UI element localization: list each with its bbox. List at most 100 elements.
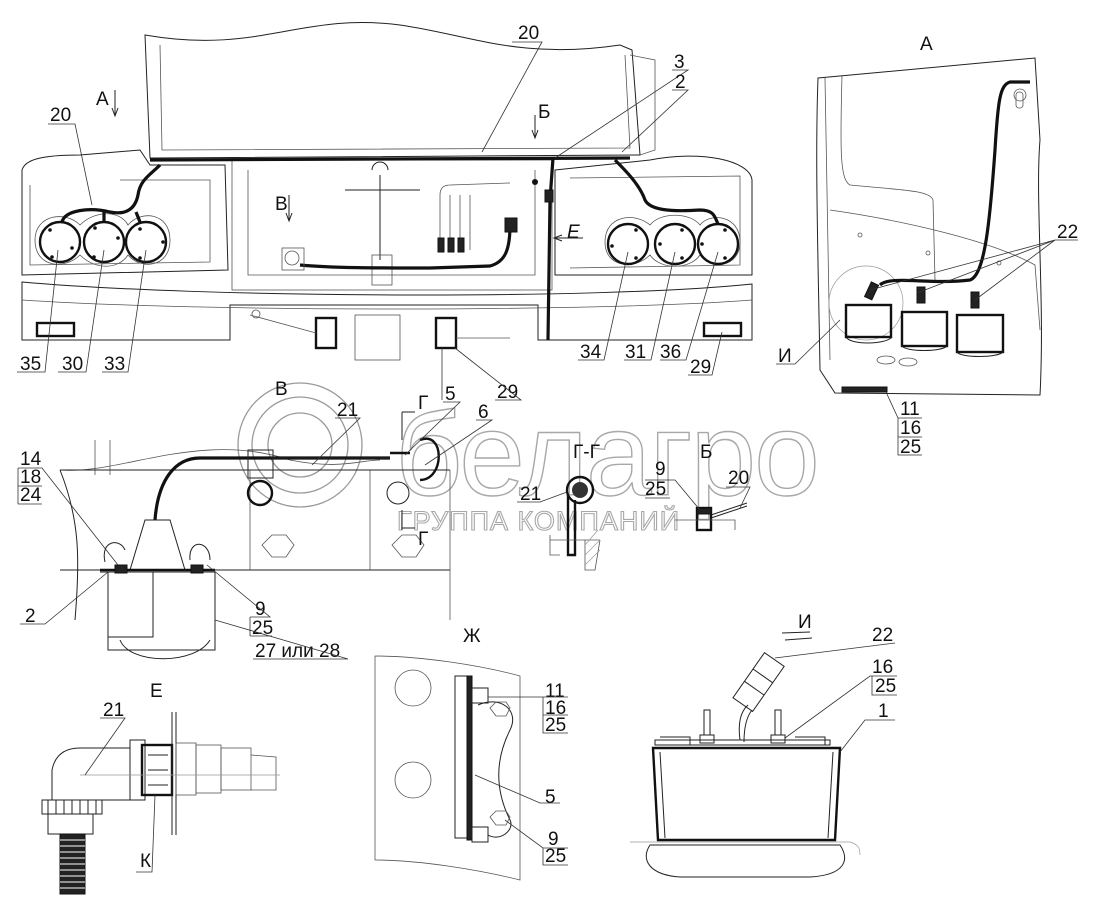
socket-body — [100, 519, 216, 660]
svg-text:18: 18 — [20, 467, 41, 488]
svg-text:20: 20 — [728, 468, 749, 489]
callout-35: 35 — [17, 249, 59, 375]
light-30 — [82, 220, 126, 264]
view-A: А 22 И 11 16 25 — [776, 34, 1078, 458]
svg-text:И: И — [778, 346, 792, 367]
callout-3: 3 — [554, 52, 690, 159]
svg-text:21: 21 — [103, 700, 124, 721]
light-31 — [653, 222, 697, 266]
view-V-title: В — [275, 379, 288, 400]
svg-text:16: 16 — [872, 657, 893, 678]
view-I-title: И — [798, 612, 812, 633]
callout-21-V: 21 — [311, 400, 361, 466]
svg-text:14: 14 — [20, 449, 42, 470]
callout-11-16-25-A: 11 16 25 — [885, 391, 922, 458]
callout-20-B: 20 — [726, 468, 751, 509]
view-arrow-B: Б — [538, 102, 550, 123]
section-GG: Г-Г 21 — [517, 442, 601, 571]
svg-text:33: 33 — [104, 354, 125, 375]
section-mark-G-top: Г — [418, 393, 428, 414]
svg-text:25: 25 — [252, 618, 273, 639]
svg-text:3: 3 — [674, 52, 685, 73]
svg-text:29: 29 — [497, 382, 518, 403]
cab-rear-window — [144, 22, 641, 159]
main-view: А Б В Е 20 20 3 2 35 30 — [17, 22, 753, 403]
plate-lamp-left — [35, 321, 76, 338]
svg-text:25: 25 — [875, 676, 896, 697]
svg-text:31: 31 — [625, 342, 646, 363]
section-GG-title: Г-Г — [573, 442, 600, 463]
view-Zh-title: Ж — [463, 626, 481, 647]
gauge-right — [955, 313, 1005, 354]
callout-14-18-24: 14 18 24 — [17, 449, 119, 566]
view-Zh: Ж 11 16 25 5 9 25 — [374, 626, 568, 881]
svg-text:35: 35 — [20, 354, 41, 375]
callout-29-right: 29 — [688, 331, 723, 378]
svg-text:5: 5 — [445, 384, 456, 405]
callout-5-V: 5 — [404, 384, 461, 456]
corrugated-tube — [59, 833, 86, 895]
callout-27-or-28: 27 или 28 — [214, 619, 349, 662]
svg-text:22: 22 — [872, 625, 893, 646]
svg-text:36: 36 — [660, 342, 681, 363]
hydraulics — [281, 161, 518, 286]
view-E-title: Е — [150, 681, 163, 702]
light-33 — [124, 220, 168, 264]
callout-31: 31 — [624, 251, 676, 363]
svg-text:27 или 28: 27 или 28 — [255, 641, 340, 662]
svg-text:11: 11 — [900, 399, 920, 420]
plate-lamp-right — [702, 321, 743, 338]
svg-text:20: 20 — [518, 23, 539, 44]
rear-bumper — [21, 281, 753, 341]
callout-21-E: 21 — [84, 700, 126, 776]
right-light-housing — [554, 155, 753, 276]
svg-text:24: 24 — [20, 485, 42, 506]
svg-text:21: 21 — [337, 400, 358, 421]
watermark: белагро ГРУППА КОМПАНИЙ — [237, 382, 820, 537]
callout-9-25-V: 9 25 — [206, 564, 273, 639]
svg-text:16: 16 — [545, 698, 566, 719]
callout-5-Zh: 5 — [474, 774, 560, 808]
svg-text:25: 25 — [545, 715, 566, 736]
svg-text:1: 1 — [878, 701, 889, 722]
view-arrow-A: А — [96, 89, 109, 110]
callout-I: И — [776, 319, 841, 367]
callout-2-V: 2 — [20, 571, 109, 627]
callout-11-16-25-Zh: 11 16 25 — [488, 681, 568, 736]
view-B-title: Б — [700, 442, 712, 463]
svg-text:6: 6 — [478, 402, 489, 423]
callout-21-GG: 21 — [517, 484, 568, 505]
light-34 — [606, 222, 650, 266]
svg-text:9: 9 — [548, 829, 559, 850]
view-I: И 22 16 25 1 — [630, 612, 897, 878]
svg-text:29: 29 — [690, 357, 711, 378]
view-B: Б 9 25 20 — [645, 442, 751, 532]
svg-text:21: 21 — [520, 484, 541, 505]
callout-16-25-I: 16 25 — [784, 657, 897, 739]
gauge-left — [844, 303, 893, 339]
callout-34: 34 — [578, 251, 629, 363]
svg-text:9: 9 — [655, 459, 666, 480]
svg-text:25: 25 — [645, 479, 666, 500]
svg-text:2: 2 — [675, 72, 686, 93]
callout-22-A: 22 — [869, 222, 1078, 301]
left-light-housing — [21, 149, 229, 276]
svg-text:К: К — [140, 851, 151, 872]
harness-top — [149, 156, 631, 162]
right-lights — [604, 158, 741, 267]
callout-30: 30 — [58, 249, 105, 375]
svg-text:5: 5 — [545, 787, 556, 808]
callout-22-I: 22 — [774, 625, 896, 659]
section-mark-G-bottom: Г — [418, 529, 428, 550]
view-A-title: А — [920, 34, 933, 55]
svg-text:25: 25 — [545, 846, 566, 867]
svg-text:30: 30 — [62, 354, 83, 375]
svg-text:16: 16 — [900, 418, 921, 439]
svg-text:25: 25 — [900, 437, 921, 458]
callout-9-25-Zh: 9 25 — [504, 819, 568, 867]
left-lights — [34, 163, 171, 267]
view-E: Е 21 К — [41, 681, 280, 895]
view-arrow-V: В — [275, 194, 288, 215]
svg-text:2: 2 — [25, 606, 36, 627]
